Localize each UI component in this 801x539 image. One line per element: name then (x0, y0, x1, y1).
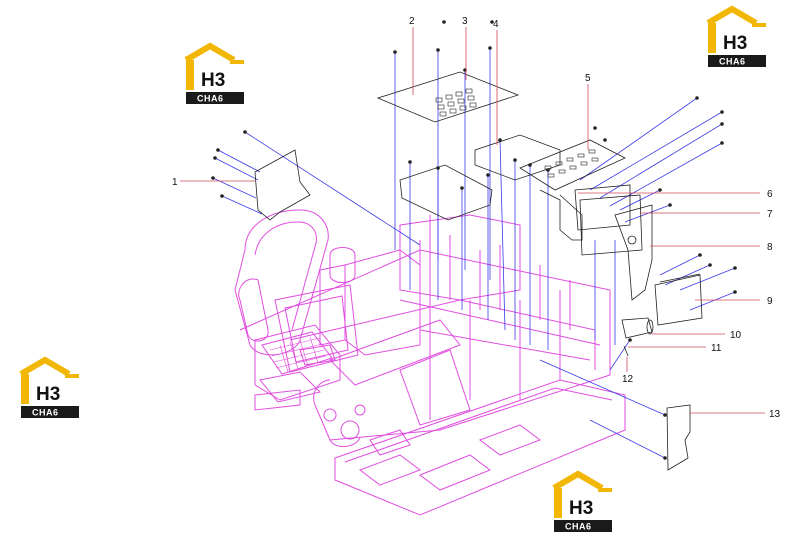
part-13-side-plate (666, 404, 691, 471)
part-6-plate (574, 184, 631, 231)
callout-9: 9 (767, 296, 773, 307)
callout-2: 2 (409, 16, 415, 27)
callout-11: 11 (711, 343, 722, 354)
logo-mark: H3 (569, 498, 593, 519)
callout-labels: 1 2 3 4 5 6 7 8 9 10 11 12 13 (172, 16, 781, 420)
callout-7: 7 (767, 209, 773, 220)
fasteners (211, 20, 737, 460)
exploded-parts (254, 71, 703, 471)
callout-lines (180, 27, 765, 414)
watermark-logo: H3 CHA6 (552, 470, 612, 532)
callout-13: 13 (769, 409, 781, 420)
part-3-bracket (399, 164, 493, 221)
watermark-logo: H3 CHA6 (184, 42, 244, 104)
logo-sub: CHA6 (197, 94, 224, 104)
part-7-plate (579, 194, 643, 256)
part-10-cylinder (621, 317, 653, 339)
callout-4: 4 (493, 19, 499, 30)
logo-mark: H3 (36, 384, 60, 405)
callout-1: 1 (172, 177, 178, 188)
part-2-slots (435, 88, 477, 117)
callout-12: 12 (622, 374, 634, 385)
logo-sub: CHA6 (565, 522, 592, 532)
machine-frame (234, 209, 626, 516)
part-5-panel (519, 139, 626, 191)
part-8-bracket (614, 204, 653, 301)
logo-mark: H3 (201, 70, 225, 91)
callout-5: 5 (585, 73, 591, 84)
part-9-box (654, 274, 703, 326)
callout-3: 3 (462, 16, 468, 27)
part-2-top-plate (376, 71, 520, 123)
watermark-logo: H3 CHA6 (706, 5, 766, 67)
logo-mark: H3 (723, 33, 747, 54)
watermark-logo: H3 CHA6 (19, 356, 79, 418)
part-1-side-panel (254, 149, 311, 221)
logo-sub: CHA6 (719, 57, 746, 67)
logo-sub: CHA6 (32, 408, 59, 418)
callout-6: 6 (767, 189, 773, 200)
seat-grille (269, 336, 327, 373)
callout-10: 10 (730, 330, 742, 341)
callout-8: 8 (767, 242, 773, 253)
